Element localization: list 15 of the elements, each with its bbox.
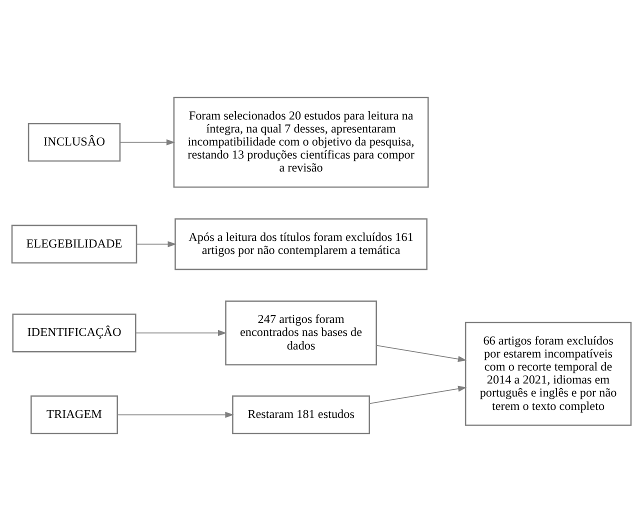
node-box: ELEGEBILIDADE — [11, 224, 138, 264]
node-box: IDENTIFICAÇÂO — [12, 314, 136, 352]
arrow — [376, 344, 467, 362]
arrow — [117, 412, 234, 418]
node-box: 66 artigos foram excluídos por estarem incompatíveis com o recorte temporal de 2014 a 2021, idiomas em português e inglês e por não terem o texto completo — [464, 322, 632, 426]
node-box: 247 artigos foram encontrados nas bases de dados — [225, 300, 377, 366]
arrow — [135, 330, 227, 336]
node-box: INCLUSÂO — [28, 122, 121, 162]
node-box: Após a leitura dos títulos foram excluídos 161 artigos por não contemplarem a temática — [174, 218, 428, 270]
arrow — [136, 241, 176, 248]
arrow — [120, 139, 176, 146]
node-box: TRIAGEM — [30, 395, 118, 434]
node-box: Foram selecionados 20 estudos para leitura na íntegra, na qual 7 desses, apresentaram incompatibilidade com o objetivo da pesquisa, restando 13 produções científicas para compor a revisão — [173, 96, 429, 188]
node-box: Restaram 181 estudos — [232, 395, 370, 434]
arrow — [369, 386, 467, 404]
